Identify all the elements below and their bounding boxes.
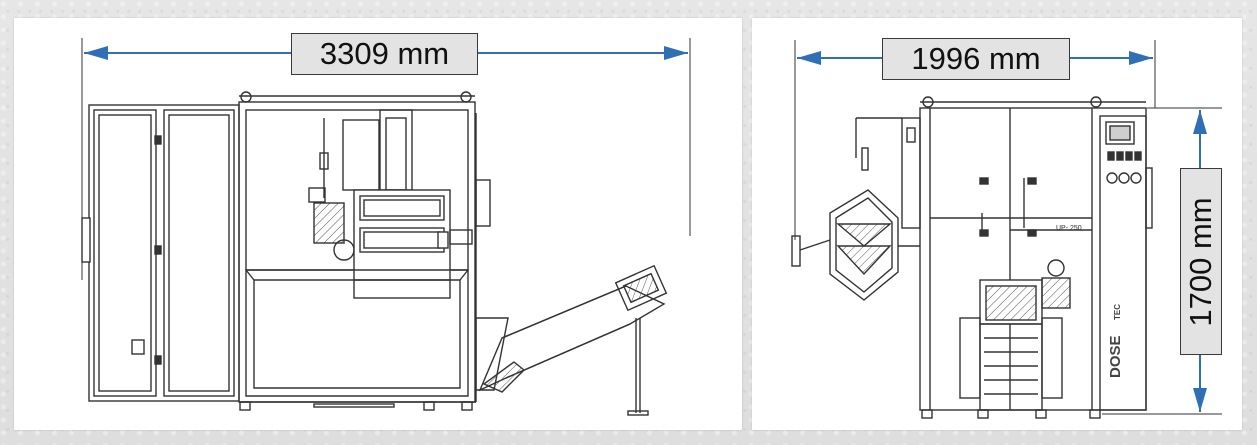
- side-height-dimension-line: [1102, 107, 1222, 415]
- side-height-label-text: 1700 mm: [1183, 196, 1218, 327]
- side-view-drawing: DOSE TEC UP- 250: [791, 40, 1222, 419]
- side-view-panel: DOSE TEC UP- 250 1996 mm 1700 mm: [752, 18, 1242, 430]
- front-width-label: 3309 mm: [291, 33, 478, 75]
- svg-text:DOSE: DOSE: [1107, 335, 1124, 378]
- front-view-panel: 3309 mm: [14, 18, 742, 430]
- side-width-label: 1996 mm: [882, 38, 1070, 80]
- model-plate: UP- 250: [1056, 225, 1082, 232]
- front-view-drawing: [81, 38, 691, 416]
- svg-text:TEC: TEC: [1113, 304, 1122, 320]
- side-width-dimension-line: [794, 40, 1156, 240]
- machine-side-outline: [791, 96, 1153, 419]
- dosetec-logo: DOSE TEC: [1107, 304, 1124, 378]
- machine-front-outline: [81, 91, 668, 416]
- side-height-label: 1700 mm: [1180, 168, 1222, 355]
